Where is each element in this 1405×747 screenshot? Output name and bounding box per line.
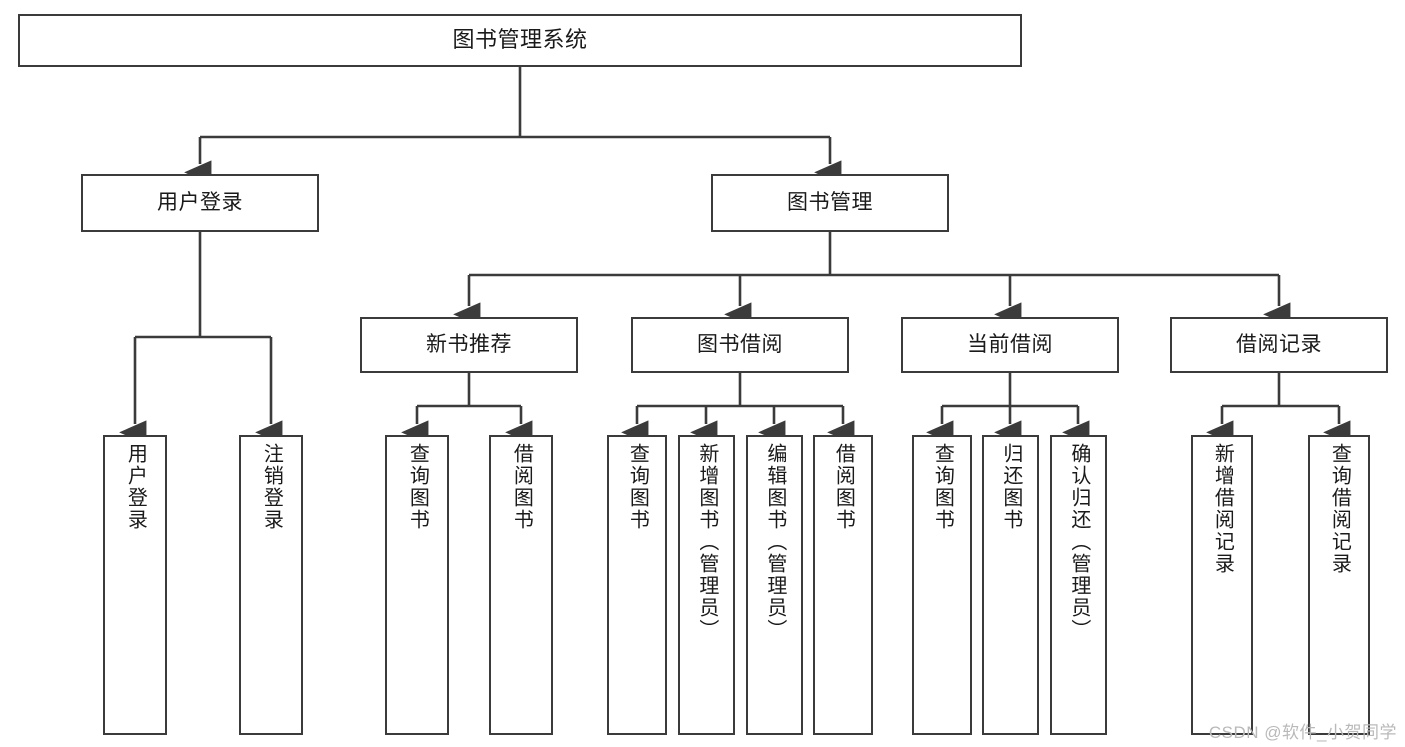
csdn-watermark: CSDN @软件_小贺同学 bbox=[1208, 723, 1397, 742]
leaf-query-record[interactable]: 查询借阅记录 bbox=[1308, 435, 1370, 735]
leaf-add-record-label: 新增借阅记录 bbox=[1211, 443, 1234, 575]
node-borrow-record-label: 借阅记录 bbox=[1236, 333, 1322, 357]
node-current-borrow[interactable]: 当前借阅 bbox=[901, 317, 1119, 373]
node-book-borrow-label: 图书借阅 bbox=[697, 333, 783, 357]
node-user-login-label: 用户登录 bbox=[157, 191, 243, 215]
leaf-borrow-book-1[interactable]: 借阅图书 bbox=[489, 435, 553, 735]
node-current-borrow-label: 当前借阅 bbox=[967, 333, 1053, 357]
node-root[interactable]: 图书管理系统 bbox=[18, 14, 1022, 67]
leaf-edit-book-label: 编辑图书（管理员） bbox=[763, 443, 786, 641]
leaf-user-login[interactable]: 用户登录 bbox=[103, 435, 167, 735]
leaf-query-book-3[interactable]: 查询图书 bbox=[912, 435, 972, 735]
leaf-borrow-book-2[interactable]: 借阅图书 bbox=[813, 435, 873, 735]
leaf-query-book-1-label: 查询图书 bbox=[406, 443, 429, 531]
node-user-login[interactable]: 用户登录 bbox=[81, 174, 319, 232]
leaf-query-record-label: 查询借阅记录 bbox=[1328, 443, 1351, 575]
leaf-return-book-label: 归还图书 bbox=[999, 443, 1022, 531]
leaf-query-book-2-label: 查询图书 bbox=[626, 443, 649, 531]
leaf-confirm-return-label: 确认归还（管理员） bbox=[1067, 443, 1090, 641]
node-book-borrow[interactable]: 图书借阅 bbox=[631, 317, 849, 373]
leaf-user-login-label: 用户登录 bbox=[124, 443, 147, 531]
leaf-borrow-book-1-label: 借阅图书 bbox=[510, 443, 533, 531]
leaf-return-book[interactable]: 归还图书 bbox=[982, 435, 1039, 735]
node-new-book-recommend-label: 新书推荐 bbox=[426, 333, 512, 357]
node-new-book-recommend[interactable]: 新书推荐 bbox=[360, 317, 578, 373]
node-book-manage-label: 图书管理 bbox=[787, 191, 873, 215]
leaf-add-record[interactable]: 新增借阅记录 bbox=[1191, 435, 1253, 735]
leaf-query-book-1[interactable]: 查询图书 bbox=[385, 435, 449, 735]
leaf-add-book[interactable]: 新增图书（管理员） bbox=[678, 435, 735, 735]
leaf-user-logout-label: 注销登录 bbox=[260, 443, 283, 531]
leaf-user-logout[interactable]: 注销登录 bbox=[239, 435, 303, 735]
leaf-add-book-label: 新增图书（管理员） bbox=[695, 443, 718, 641]
node-borrow-record[interactable]: 借阅记录 bbox=[1170, 317, 1388, 373]
leaf-edit-book[interactable]: 编辑图书（管理员） bbox=[746, 435, 803, 735]
node-root-label: 图书管理系统 bbox=[452, 27, 588, 53]
leaf-confirm-return[interactable]: 确认归还（管理员） bbox=[1050, 435, 1107, 735]
leaf-query-book-3-label: 查询图书 bbox=[931, 443, 954, 531]
node-book-manage[interactable]: 图书管理 bbox=[711, 174, 949, 232]
leaf-query-book-2[interactable]: 查询图书 bbox=[607, 435, 667, 735]
leaf-borrow-book-2-label: 借阅图书 bbox=[832, 443, 855, 531]
